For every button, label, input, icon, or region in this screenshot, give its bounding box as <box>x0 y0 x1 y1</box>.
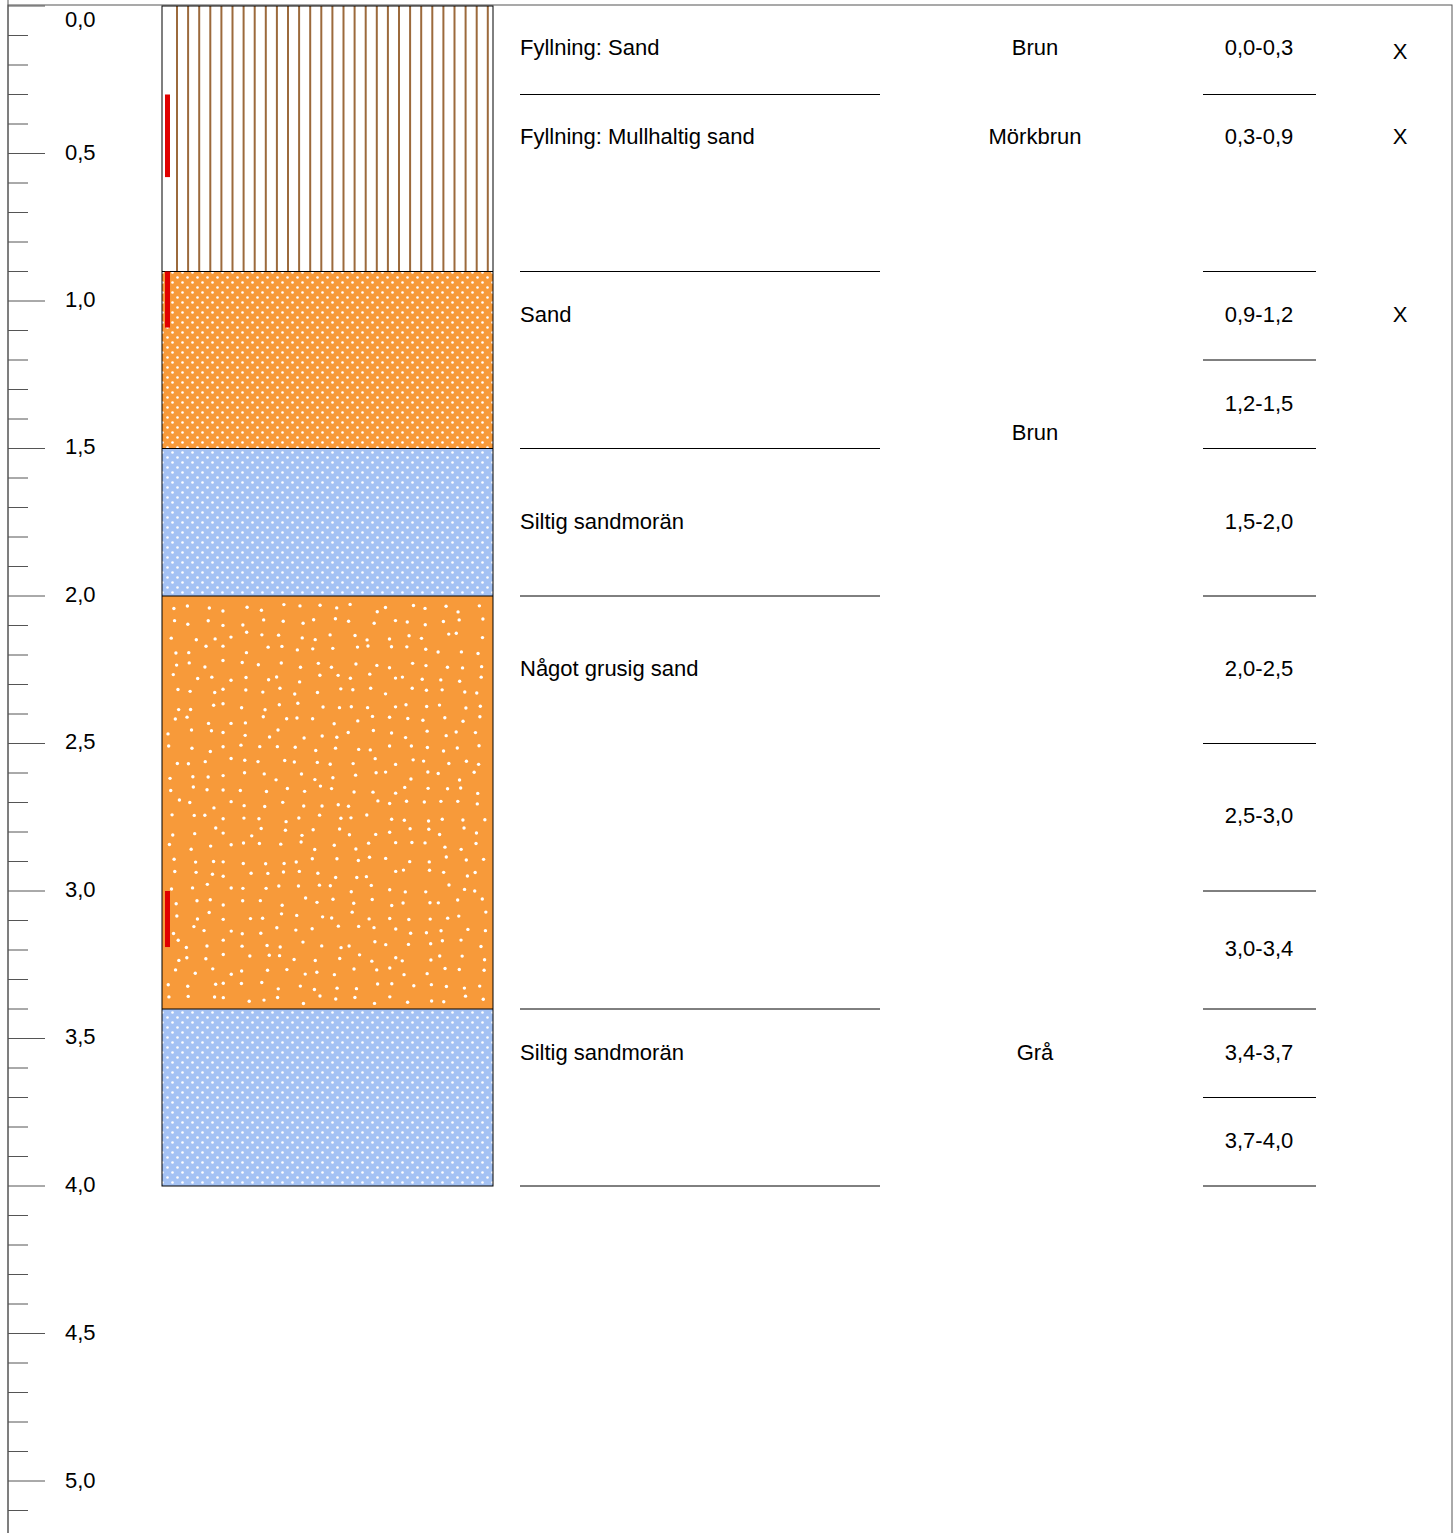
sample-interval: 3,0-3,4 <box>1225 938 1294 960</box>
layer-description: Något grusig sand <box>520 658 699 680</box>
depth-label: 0,5 <box>65 142 96 164</box>
layer-description: Sand <box>520 304 571 326</box>
sample-interval: 3,7-4,0 <box>1225 1130 1294 1152</box>
sample-interval: 1,5-2,0 <box>1225 511 1294 533</box>
soil-layers <box>162 6 493 1186</box>
layer-description: Siltig sandmorän <box>520 1042 684 1064</box>
depth-label: 4,5 <box>65 1322 96 1344</box>
depth-label: 0,0 <box>65 9 96 31</box>
sample-marker <box>165 891 170 947</box>
sample-interval: 2,5-3,0 <box>1225 805 1294 827</box>
color-label: Brun <box>1012 422 1058 444</box>
depth-label: 2,0 <box>65 584 96 606</box>
sample-interval: 0,3-0,9 <box>1225 126 1294 148</box>
sample-interval: 2,0-2,5 <box>1225 658 1294 680</box>
sample-marker <box>165 272 170 328</box>
depth-label: 2,5 <box>65 731 96 753</box>
sample-marker <box>165 95 170 178</box>
depth-label: 4,0 <box>65 1174 96 1196</box>
analysis-mark: X <box>1393 41 1408 63</box>
analysis-mark: X <box>1393 126 1408 148</box>
depth-axis <box>8 0 45 1533</box>
sample-interval: 3,4-3,7 <box>1225 1042 1294 1064</box>
depth-label: 3,0 <box>65 879 96 901</box>
color-label: Mörkbrun <box>989 126 1082 148</box>
analysis-mark: X <box>1393 304 1408 326</box>
depth-label: 5,0 <box>65 1470 96 1492</box>
depth-label: 1,0 <box>65 289 96 311</box>
depth-label: 1,5 <box>65 436 96 458</box>
frame <box>8 5 1452 1533</box>
color-label: Grå <box>1017 1042 1054 1064</box>
layer-description: Fyllning: Sand <box>520 37 659 59</box>
layer-description: Siltig sandmorän <box>520 511 684 533</box>
sample-interval: 0,9-1,2 <box>1225 304 1294 326</box>
color-label: Brun <box>1012 37 1058 59</box>
row-separators <box>520 95 1316 1187</box>
sample-interval: 0,0-0,3 <box>1225 37 1294 59</box>
layer-description: Fyllning: Mullhaltig sand <box>520 126 755 148</box>
sample-interval: 1,2-1,5 <box>1225 393 1294 415</box>
depth-label: 3,5 <box>65 1026 96 1048</box>
